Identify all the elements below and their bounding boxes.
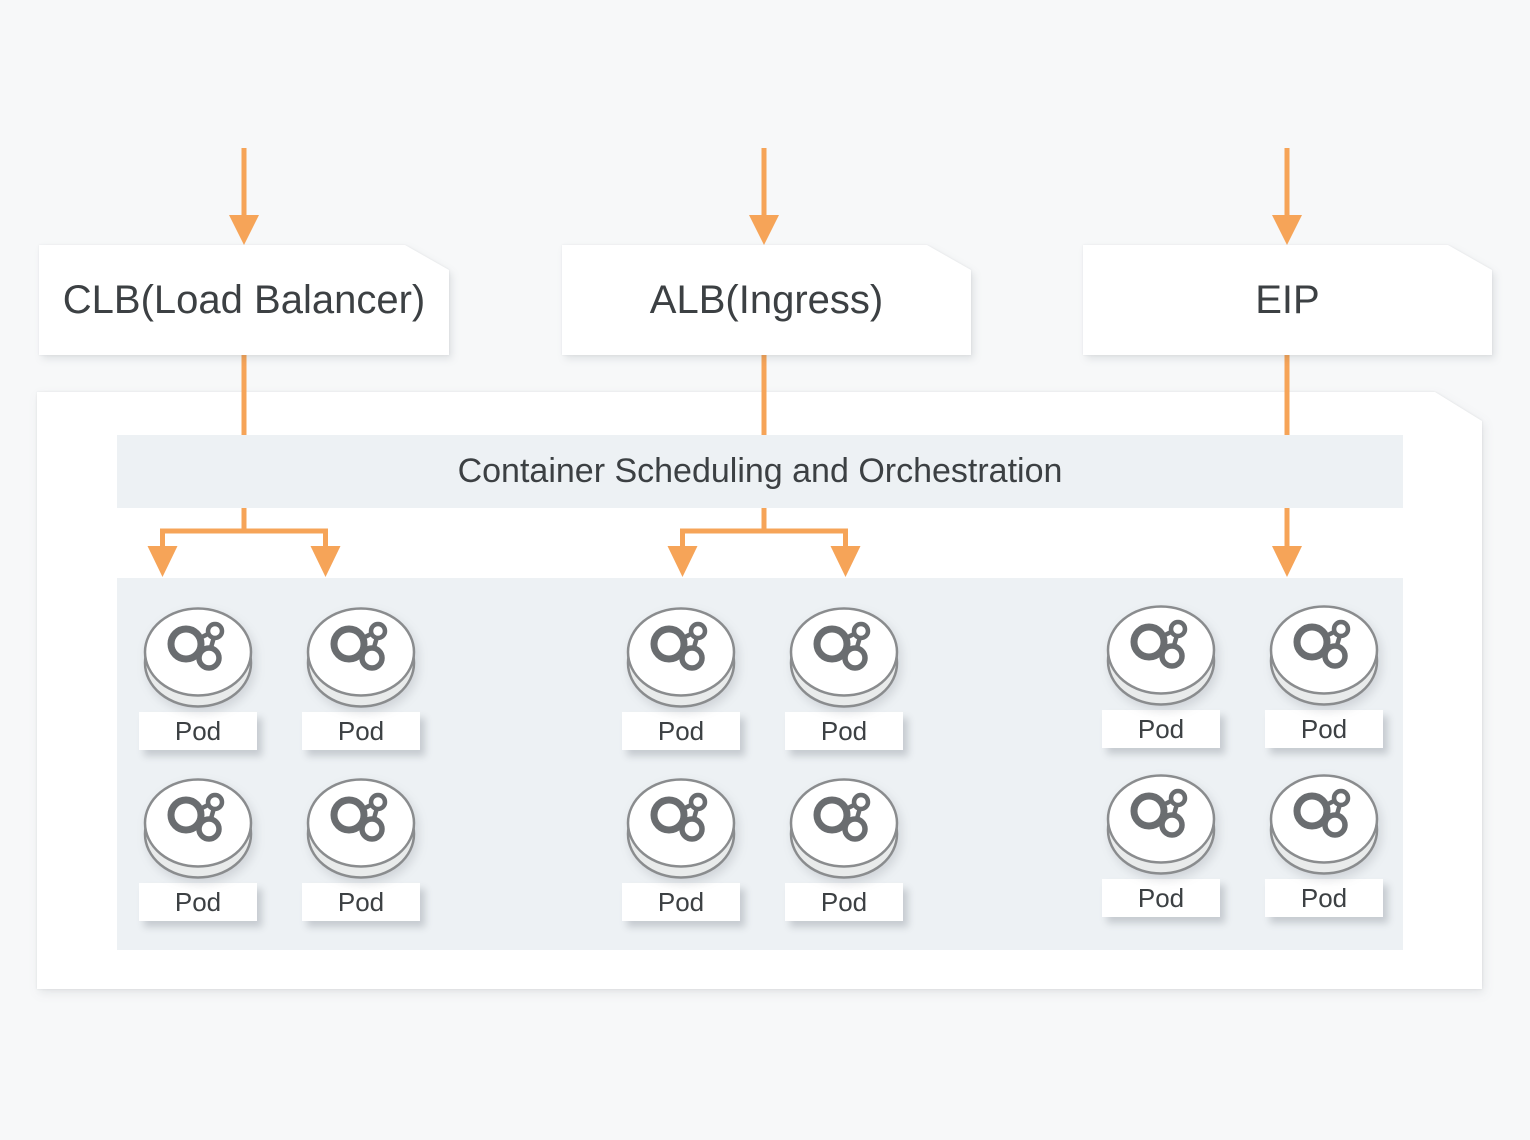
node-alb-label: ALB(Ingress)	[649, 277, 884, 322]
pod: Pod	[138, 777, 258, 921]
orchestration-bar: Container Scheduling and Orchestration	[117, 435, 1403, 508]
node-clb: CLB(Load Balancer)	[39, 245, 449, 355]
pod: Pod	[621, 606, 741, 750]
pod-label: Pod	[785, 883, 903, 921]
clb-inbound-arrow-icon	[229, 148, 259, 245]
pod: Pod	[1101, 773, 1221, 917]
node-alb: ALB(Ingress)	[562, 245, 971, 355]
pod-label: Pod	[139, 712, 257, 750]
pod-label: Pod	[302, 712, 420, 750]
pod-cylinder-molecule-icon	[625, 606, 737, 708]
pod-cylinder-molecule-icon	[1268, 773, 1380, 875]
pod: Pod	[301, 606, 421, 750]
node-eip-label: EIP	[1255, 277, 1320, 322]
pod-cylinder-molecule-icon	[305, 777, 417, 879]
pod-label: Pod	[139, 883, 257, 921]
pod: Pod	[784, 777, 904, 921]
pod-cylinder-molecule-icon	[1105, 604, 1217, 706]
pod-label: Pod	[1265, 879, 1383, 917]
pod: Pod	[301, 777, 421, 921]
pod: Pod	[621, 777, 741, 921]
orchestration-bar-label: Container Scheduling and Orchestration	[457, 452, 1063, 490]
pod-label: Pod	[785, 712, 903, 750]
pod-cylinder-molecule-icon	[788, 777, 900, 879]
pod: Pod	[784, 606, 904, 750]
pod: Pod	[1264, 773, 1384, 917]
pod-cylinder-molecule-icon	[305, 606, 417, 708]
pod-label: Pod	[622, 712, 740, 750]
pod-cylinder-molecule-icon	[142, 777, 254, 879]
node-eip: EIP	[1083, 245, 1492, 355]
pod-label: Pod	[302, 883, 420, 921]
pod-label: Pod	[1102, 879, 1220, 917]
pod-label: Pod	[1265, 710, 1383, 748]
pod-label: Pod	[622, 883, 740, 921]
pod: Pod	[138, 606, 258, 750]
node-clb-label: CLB(Load Balancer)	[62, 277, 426, 322]
pod-cylinder-molecule-icon	[1268, 604, 1380, 706]
alb-inbound-arrow-icon	[749, 148, 779, 245]
pod-cylinder-molecule-icon	[142, 606, 254, 708]
pod: Pod	[1264, 604, 1384, 748]
pod-cylinder-molecule-icon	[1105, 773, 1217, 875]
pod-cylinder-molecule-icon	[625, 777, 737, 879]
eip-inbound-arrow-icon	[1272, 148, 1302, 245]
pod-label: Pod	[1102, 710, 1220, 748]
pod: Pod	[1101, 604, 1221, 748]
pod-cylinder-molecule-icon	[788, 606, 900, 708]
